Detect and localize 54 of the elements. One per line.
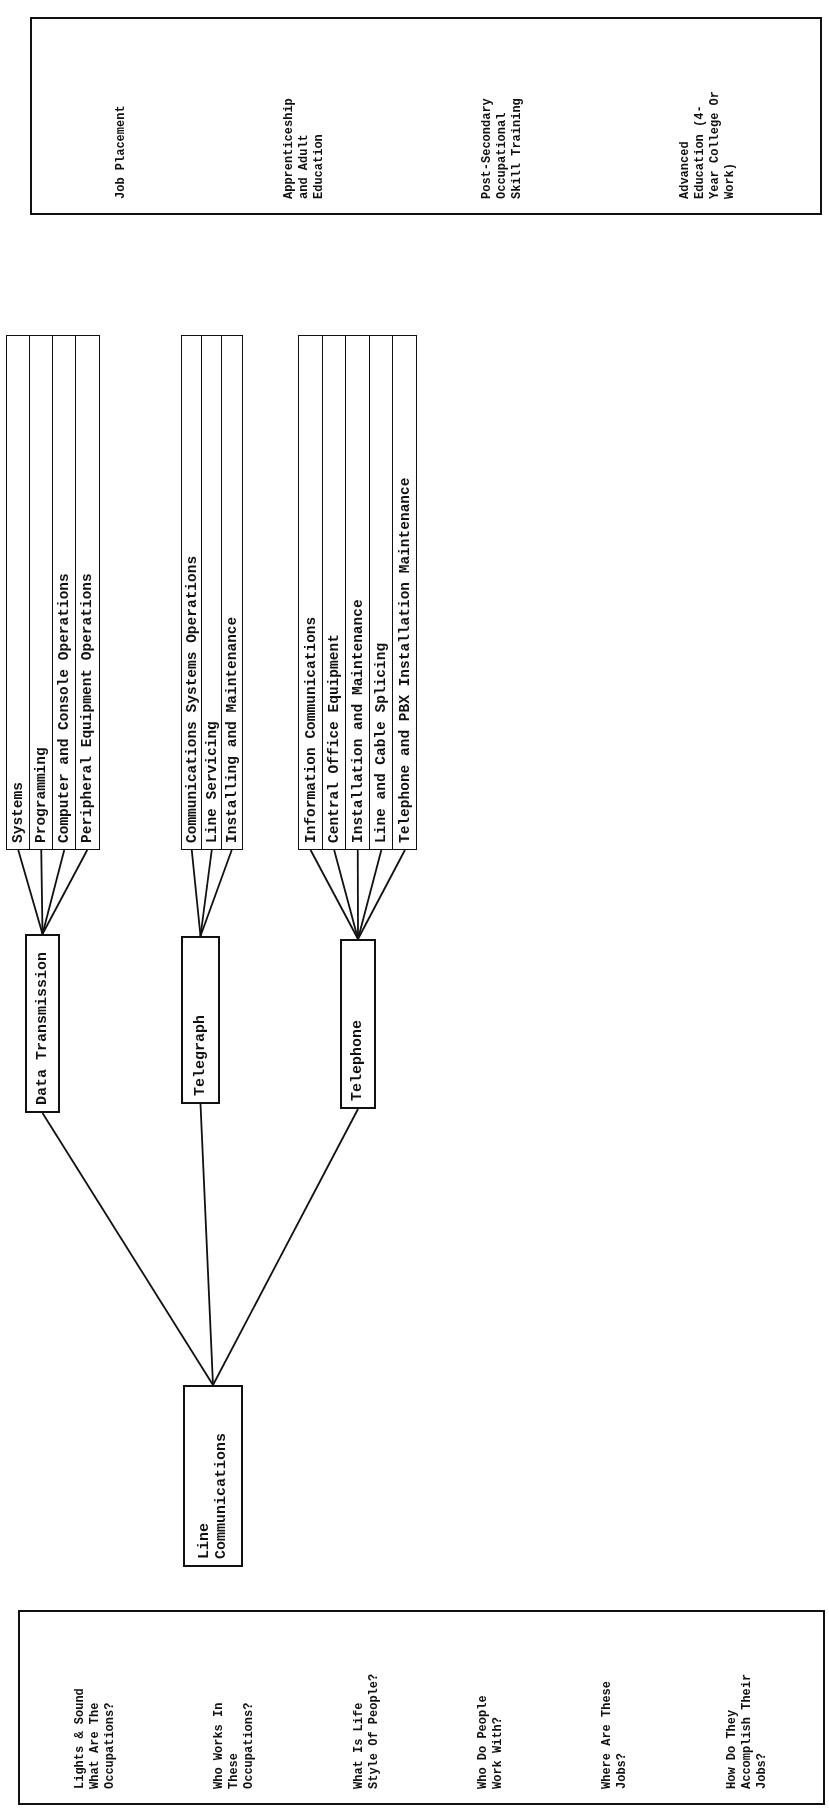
category-box [340, 939, 376, 1109]
box-label: Communications Systems Operations [183, 555, 200, 843]
question-text: What Is Life Style Of People? [351, 1672, 382, 1789]
question-text: How Do They Accomplish Their Jobs? [724, 1672, 770, 1789]
question-text: Who Do People Work With? [476, 1694, 507, 1789]
question-panel [30, 17, 822, 215]
box-label: Systems [10, 782, 27, 843]
box-label: Programming [33, 747, 50, 843]
occupation-box [52, 335, 77, 850]
box-label: Telephone and PBX Installation Maintenance [396, 477, 413, 843]
connector-line [17, 849, 44, 935]
connector-line [199, 1103, 214, 1386]
box-label: Telegraph [191, 1015, 210, 1096]
occupation-box [6, 335, 31, 850]
occupation-box [75, 335, 100, 850]
connector-line [357, 849, 383, 940]
box-label: Central Office Equipment [326, 634, 343, 843]
box-label: Installing and Maintenance [223, 616, 240, 843]
connector-line [190, 849, 202, 937]
box-label: Data Transmission [33, 951, 52, 1105]
question-text: Apprenticeship and Adult Education [282, 97, 328, 199]
box-label: Peripheral Equipment Operations [79, 573, 96, 843]
box-label: Telephone [349, 1020, 367, 1101]
occupation-box [181, 335, 203, 850]
box-label: Line Servicing [203, 721, 220, 843]
question-text: Where Are These Jobs? [600, 1679, 631, 1789]
question-text: Post-Secondary Occupational Skill Training [479, 97, 525, 199]
question-panel [18, 1610, 825, 1805]
box-label: Installation and Maintenance [349, 599, 366, 843]
occupation-box [221, 335, 243, 850]
connector-line [333, 849, 359, 940]
question-text: Lights & Sound What Are The Occupations? [73, 1687, 119, 1789]
question-text: Who Works In These Occupations? [212, 1701, 258, 1789]
question-text: Advanced Education (4-Year College Or Work) [677, 89, 738, 199]
connector-line [41, 849, 66, 935]
box-label: Line and Cable Splicing [373, 642, 390, 843]
category-box [25, 934, 60, 1113]
box-label: Computer and Console Operations [56, 573, 73, 843]
connector-line [309, 849, 359, 940]
connector-line [41, 849, 89, 935]
occupation-box [392, 335, 418, 850]
occupation-box [29, 335, 54, 850]
category-box [181, 936, 220, 1104]
connector-line [199, 849, 233, 937]
occupation-box [201, 335, 223, 850]
box-label: Line Communications [195, 1431, 231, 1559]
category-box [183, 1385, 243, 1567]
connector-line [357, 849, 406, 940]
occupation-box [298, 335, 324, 850]
box-label: Information Communications [302, 616, 319, 843]
connector-line [41, 1112, 214, 1386]
occupation-box [345, 335, 371, 850]
connector-line [212, 1108, 359, 1386]
question-text: Job Placement [114, 104, 130, 199]
